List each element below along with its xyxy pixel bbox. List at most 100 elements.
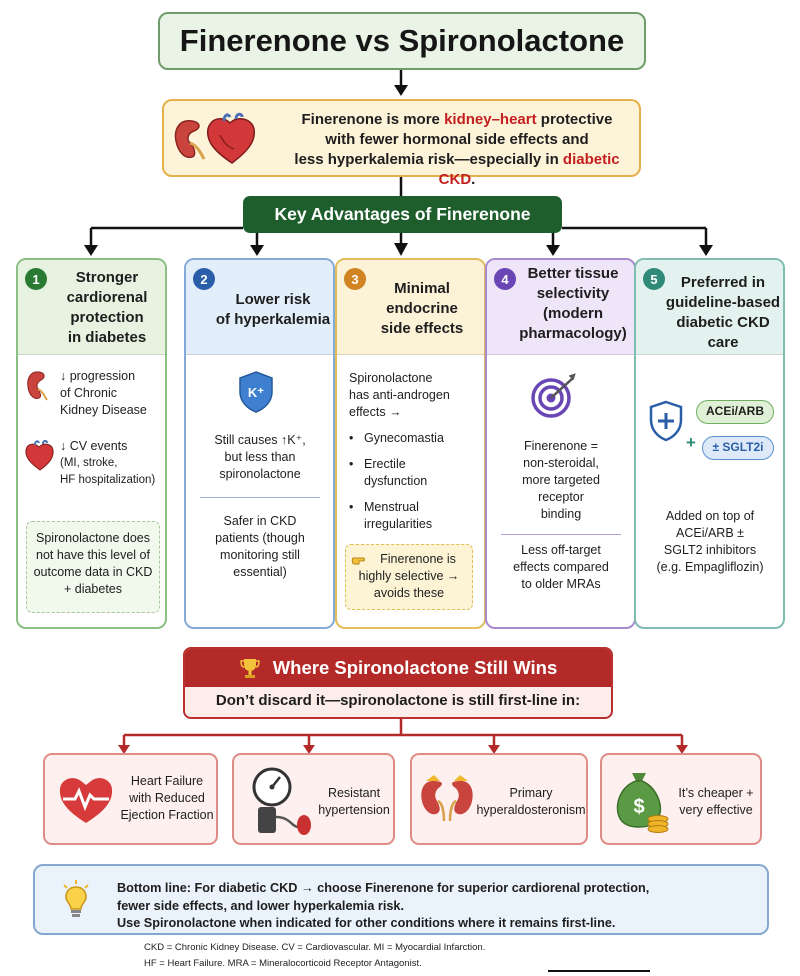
footnote-line: CKD = Chronic Kidney Disease. CV = Cardi… <box>144 942 486 953</box>
wins-text-line: Resistant <box>327 786 381 800</box>
card-text-line: Still causes ↑K⁺, <box>214 433 306 447</box>
card-title-line: Stronger <box>75 269 139 286</box>
card-title-line: Minimal <box>394 280 450 297</box>
spironolactone-wins-box: Where Spironolactone Still Wins Don’t di… <box>183 647 613 719</box>
card-title: Better tissue selectivity (modern pharma… <box>513 264 633 344</box>
card-title-line: Preferred in <box>680 274 766 291</box>
heart-icon <box>25 439 54 471</box>
divider <box>200 497 320 498</box>
item-text-line: ↓ CV events <box>60 439 128 453</box>
item-text-line: (MI, stroke, <box>60 457 118 469</box>
wins-text-line: It’s cheaper + <box>678 786 754 800</box>
card-text-line: patients (though <box>215 531 305 545</box>
wins-box-cost: $ It’s cheaper + very effective <box>600 753 762 845</box>
card-header: 3 Minimal endocrine side effects <box>337 260 484 355</box>
card-title-line: protection <box>70 309 144 326</box>
page-title: Finerenone vs Spironolactone <box>158 12 646 70</box>
card-text-line: Safer in CKD <box>223 514 297 528</box>
note-line: not have this level of <box>36 548 150 562</box>
card-title-line: cardiorenal <box>66 289 148 306</box>
wins-text-line: Heart Failure <box>130 774 204 788</box>
bullet-text: Gynecomastia <box>364 431 444 445</box>
blood-pressure-icon <box>252 767 311 835</box>
lightbulb-icon <box>63 880 89 917</box>
summary-text: Finerenone is more kidney–heart protecti… <box>282 110 632 190</box>
summary-line1-pre: Finerenone is more <box>301 111 445 128</box>
note-line: Spironolactone does <box>36 531 150 545</box>
summary-box: Finerenone is more kidney–heart protecti… <box>162 99 641 188</box>
item-cv-events: ↓ CV events (MI, stroke, HF hospitalizat… <box>60 438 165 489</box>
card-text-line: Less off-target <box>521 543 601 557</box>
heart-failure-icon <box>59 778 113 823</box>
wins-box-text: It’s cheaper + very effective <box>670 785 762 819</box>
wins-text-line: hypertension <box>318 803 390 817</box>
wins-text-line: hyperaldosteronism <box>476 803 586 817</box>
number-badge: 2 <box>193 268 215 290</box>
card-body: ↓ progression of Chronic Kidney Disease … <box>18 356 165 627</box>
card-text-line: but less than <box>224 450 296 464</box>
card-header: 4 Better tissue selectivity (modern phar… <box>487 260 634 355</box>
card-text-line: effects compared <box>513 560 609 574</box>
card-text-line: monitoring still <box>220 548 300 562</box>
number-badge: 3 <box>344 268 366 290</box>
card-title: Stronger cardiorenal protection in diabe… <box>48 268 165 348</box>
card-text-line: to older MRAs <box>521 577 601 591</box>
card-text-line: Spironolactone <box>349 371 433 385</box>
card-header: 5 Preferred in guideline-based diabetic … <box>636 260 783 355</box>
summary-line1-post: protective <box>536 111 613 128</box>
card-text-line: Added on top of <box>665 509 755 523</box>
card-title-line: Lower risk <box>235 291 311 308</box>
bullet-text: Erectile <box>364 457 406 471</box>
card-title-line: in diabetes <box>67 329 147 346</box>
wins-box-text: Heart Failure with Reduced Ejection Frac… <box>117 773 217 824</box>
target-icon <box>531 373 576 418</box>
svg-text:$: $ <box>633 796 644 818</box>
summary-line2: with fewer hormonal side effects and <box>325 131 589 148</box>
trophy-icon <box>239 659 260 678</box>
card-title-line: Better tissue <box>527 265 619 282</box>
plus-sign: + <box>686 433 696 452</box>
wins-text-line: Ejection Fraction <box>120 808 214 822</box>
card-title-line: endocrine <box>386 300 458 317</box>
card-title-line: selectivity <box>536 285 610 302</box>
divider <box>501 534 621 535</box>
wins-text-line: very effective <box>679 803 753 817</box>
advantage-card-2: 2 Lower risk of hyperkalemia K⁺ Still ca… <box>184 258 335 629</box>
card-text-hyperkalemia: Still causes ↑K⁺, but less than spironol… <box>190 432 330 483</box>
card-body: ACEi/ARB + ± SGLT2i Added on top of ACEi… <box>636 356 783 627</box>
card-title: Preferred in guideline-based diabetic CK… <box>662 273 783 353</box>
card-text-line: has anti-androgen <box>349 388 450 402</box>
heart-icon <box>206 112 256 164</box>
sglt2i-pill: ± SGLT2i <box>702 436 774 460</box>
card-text-safer: Safer in CKD patients (though monitoring… <box>190 513 330 581</box>
card-title-line: diabetic CKD care <box>676 314 770 351</box>
wins-box-resistant-hypertension: Resistant hypertension <box>232 753 395 845</box>
bottom-line-text-line: Bottom line: For diabetic CKD → choose F… <box>117 881 650 895</box>
bottom-line-text-line: Use Spironolactone when indicated for ot… <box>117 916 616 930</box>
card-body: K⁺ Still causes ↑K⁺, but less than spiro… <box>186 356 333 627</box>
wins-title: Where Spironolactone Still Wins <box>272 657 558 678</box>
card-title-line: (modern <box>543 305 603 322</box>
card-text-selectivity: Finerenone = non-steroidal, more targete… <box>491 438 631 523</box>
advantage-card-3: 3 Minimal endocrine side effects Spirono… <box>335 258 486 629</box>
card-title: Minimal endocrine side effects <box>363 279 481 339</box>
card-text-line: receptor <box>538 490 584 504</box>
card-header: 2 Lower risk of hyperkalemia <box>186 260 333 355</box>
kidney-icon <box>27 371 48 401</box>
card-text-line: more targeted <box>522 473 600 487</box>
card-text-line: SGLT2 inhibitors <box>663 543 757 557</box>
bullet-text: Menstrual <box>364 500 419 514</box>
footnote-line: HF = Heart Failure. MRA = Mineralocortic… <box>144 958 422 969</box>
selectivity-note: Finerenone is highly selective → avoids … <box>345 544 473 610</box>
card-text-line: essential) <box>233 565 287 579</box>
summary-line3-pre: less hyperkalemia risk—especially in <box>294 151 563 168</box>
wins-text-line: Primary <box>509 786 553 800</box>
kidney-icon <box>174 120 206 160</box>
item-text-line: HF hospitalization) <box>60 474 156 486</box>
pointing-hand-icon <box>351 557 365 565</box>
card-text-added: Added on top of ACEi/ARB ± SGLT2 inhibit… <box>638 508 782 576</box>
